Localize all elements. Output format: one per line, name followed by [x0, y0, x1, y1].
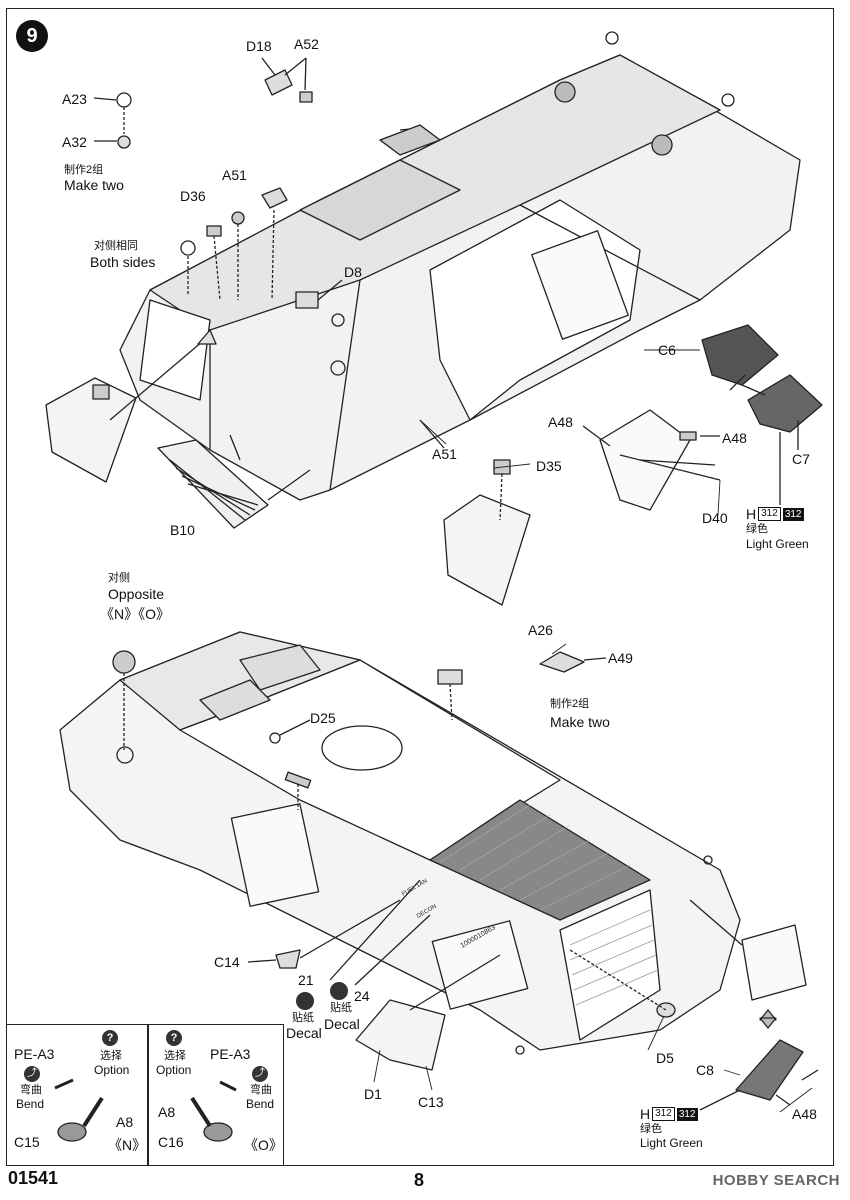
paint-code-box: 312	[758, 507, 781, 521]
label-decal-21: 21	[298, 972, 314, 988]
decal-icon	[296, 992, 314, 1010]
parts-a23-a32	[93, 92, 132, 149]
label-c6: C6	[658, 342, 676, 358]
decal-en-1: Decal	[286, 1025, 322, 1041]
make-two-en-1: Make two	[64, 177, 124, 193]
label-d25: D25	[310, 710, 336, 726]
step-number-badge: 9	[16, 20, 48, 52]
watermark-brand: HOBBY SEARCH	[712, 1172, 840, 1189]
label-b10: B10	[170, 522, 195, 538]
label-a52: A52	[294, 36, 319, 52]
label-a48-right: A48	[722, 430, 747, 446]
label-a23: A23	[62, 91, 87, 107]
paint-letter: H	[746, 506, 757, 522]
option-o-bend-cn: 弯曲	[250, 1084, 272, 1096]
option-o-a8: A8	[158, 1104, 176, 1120]
label-a49: A49	[608, 650, 633, 666]
bend-icon: ⤴	[24, 1066, 40, 1082]
label-d5: D5	[656, 1050, 674, 1066]
parts-d18-a52	[261, 57, 313, 103]
decal-icon	[330, 982, 348, 1000]
label-d8: D8	[344, 264, 362, 280]
paint-color-cn-bottom: 绿色	[640, 1123, 662, 1135]
decal-cn-2: 贴纸	[330, 1002, 352, 1014]
option-n-pe: PE-A3	[14, 1046, 55, 1062]
paint-letter: H	[640, 1106, 651, 1122]
option-n-a8: A8	[116, 1114, 134, 1130]
label-d18: D18	[246, 38, 272, 54]
rear-door-panel	[45, 329, 217, 483]
upper-hull-drawing	[119, 31, 801, 501]
option-box-n	[6, 1024, 148, 1166]
paint-color-en-bottom: Light Green	[640, 1136, 703, 1150]
option-art	[54, 1078, 237, 1142]
page-number: 8	[414, 1170, 425, 1190]
paint-color-en-top: Light Green	[746, 537, 809, 551]
opposite-cn: 对侧	[108, 572, 130, 584]
option-o-option-en: Option	[156, 1063, 192, 1077]
label-c7: C7	[792, 451, 810, 467]
make-two-en-2: Make two	[550, 714, 610, 730]
label-c8: C8	[696, 1062, 714, 1078]
parts-lower	[112, 650, 819, 1111]
label-a48-left: A48	[548, 414, 573, 430]
option-o-option-cn: 选择	[164, 1050, 186, 1062]
label-a26: A26	[528, 622, 553, 638]
hatch-c6-c7	[701, 324, 823, 505]
instruction-frame	[6, 8, 834, 1166]
bend-icon: ⤴	[252, 1066, 268, 1082]
label-d35: D35	[536, 458, 562, 474]
label-c14: C14	[214, 954, 240, 970]
option-n-bend-cn: 弯曲	[20, 1084, 42, 1096]
opposite-marks: 《N》《O》	[100, 606, 170, 622]
parts-a51-d36	[180, 187, 445, 449]
option-o-c16: C16	[158, 1134, 184, 1150]
option-n-c15: C15	[14, 1134, 40, 1150]
label-d36: D36	[180, 188, 206, 204]
grille-b10	[157, 434, 311, 529]
make-two-cn-1: 制作2组	[64, 164, 104, 176]
product-code: 01541	[8, 1168, 59, 1188]
option-n-option-en: Option	[94, 1063, 130, 1077]
option-n-variant: 《N》	[108, 1137, 147, 1153]
paint-callout-bottom: H 312 312	[640, 1106, 698, 1122]
question-icon: ?	[166, 1030, 182, 1046]
make-two-cn-2: 制作2组	[550, 698, 590, 710]
panel-d35	[443, 459, 531, 606]
label-d40: D40	[702, 510, 728, 526]
question-icon: ?	[102, 1030, 118, 1046]
paint-code-box: 312	[652, 1107, 675, 1121]
option-n-bend-en: Bend	[16, 1097, 45, 1111]
option-box-o	[148, 1024, 284, 1166]
bracket-d40-a48	[582, 409, 721, 511]
option-n-option-cn: 选择	[100, 1050, 122, 1062]
label-c13: C13	[418, 1094, 444, 1110]
paint-callout-top: H 312 312	[746, 506, 804, 522]
both-sides-cn: 对侧相同	[94, 240, 138, 252]
both-sides-en: Both sides	[90, 254, 156, 270]
decal-cn-1: 贴纸	[292, 1012, 314, 1024]
label-decal-24: 24	[354, 988, 370, 1004]
lower-hull-drawing	[59, 631, 741, 1055]
label-a48-bottom: A48	[792, 1106, 817, 1122]
decal-en-2: Decal	[324, 1016, 360, 1032]
label-a51-top: A51	[222, 167, 247, 183]
paint-color-cn-top: 绿色	[746, 523, 768, 535]
leader-lines	[373, 349, 813, 1113]
paint-code-box-dark: 312	[782, 507, 804, 521]
opposite-en: Opposite	[108, 586, 165, 602]
label-d1: D1	[364, 1086, 382, 1102]
paint-code-box-dark: 312	[676, 1107, 698, 1121]
label-a51-mid: A51	[432, 446, 457, 462]
option-o-pe: PE-A3	[210, 1046, 251, 1062]
option-o-variant: 《O》	[244, 1137, 283, 1153]
option-o-bend-en: Bend	[246, 1097, 275, 1111]
label-a32: A32	[62, 134, 87, 150]
